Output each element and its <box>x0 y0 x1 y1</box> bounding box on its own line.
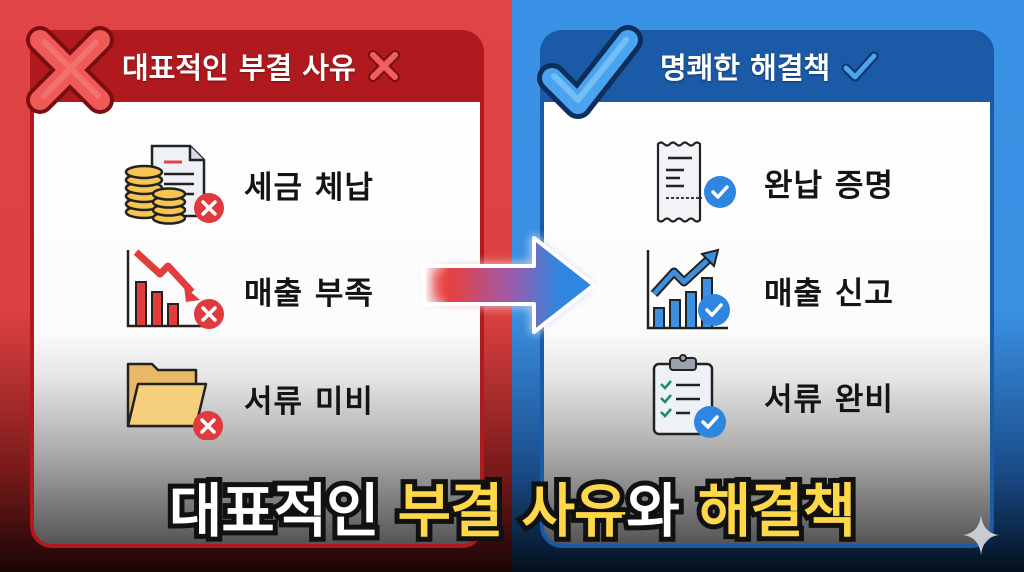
item-label: 서류 완비 <box>764 381 894 418</box>
panel-title: 명쾌한 해결책 <box>660 51 831 85</box>
caption-title: 대표적인 부결 사유와 해결책 <box>0 464 1024 550</box>
item-label: 서류 미비 <box>244 383 374 420</box>
item-label: 세금 체납 <box>244 169 374 206</box>
panel-title: 대표적인 부결 사유 <box>122 51 356 85</box>
folder-icon <box>124 356 228 440</box>
caption-highlight: 부결 사유 <box>393 472 633 550</box>
panel-body: 세금 체납 매출 부족 <box>34 102 480 544</box>
list-item: 매출 부족 <box>124 248 374 332</box>
arrow-right-icon <box>422 236 596 334</box>
list-item: 세금 체납 <box>124 142 374 226</box>
caption-highlight: 해결책 <box>693 472 861 550</box>
rising-chart-icon <box>644 248 748 332</box>
item-label: 완납 증명 <box>764 167 894 204</box>
caption-part: 와 <box>621 472 698 550</box>
solutions-panel: 명쾌한 해결책 완납 증명 <box>540 30 994 548</box>
item-label: 매출 신고 <box>764 275 894 312</box>
check-mark-icon <box>537 25 643 119</box>
small-x-icon <box>367 50 400 82</box>
receipt-icon <box>644 140 748 224</box>
panel-header: 대표적인 부결 사유 <box>30 30 484 102</box>
rejection-reasons-panel: 대표적인 부결 사유 <box>30 30 484 548</box>
list-item: 완납 증명 <box>644 140 894 224</box>
clipboard-checklist-icon <box>644 354 748 438</box>
caption-part: 대표적인 <box>164 472 398 550</box>
panel-header: 명쾌한 해결책 <box>540 30 994 102</box>
item-label: 매출 부족 <box>244 275 374 312</box>
list-item: 매출 신고 <box>644 248 894 332</box>
small-check-icon <box>841 51 879 82</box>
panel-body: 완납 증명 매출 신고 <box>544 102 990 544</box>
declining-chart-icon <box>124 248 228 332</box>
list-item: 서류 미비 <box>124 356 374 440</box>
list-item: 서류 완비 <box>644 354 894 438</box>
sparkle-icon <box>963 515 999 555</box>
x-mark-icon <box>26 26 114 114</box>
coins-document-icon <box>124 142 228 226</box>
